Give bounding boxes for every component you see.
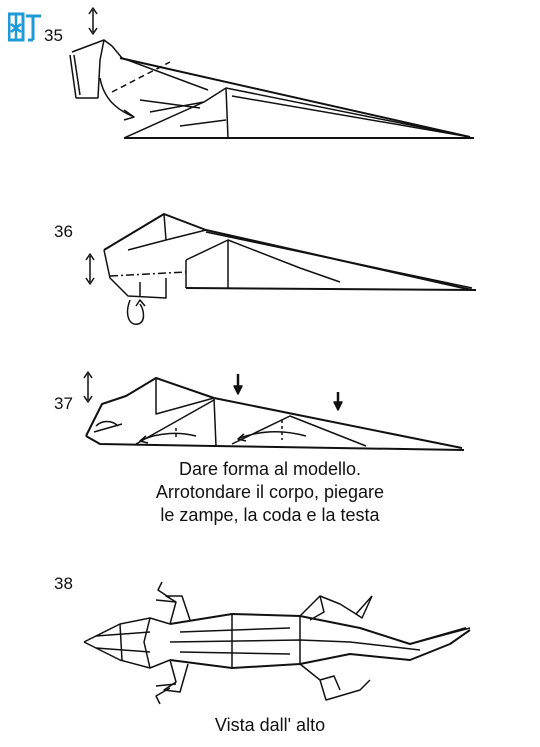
step-38-caption: Vista dall' alto [214, 715, 326, 735]
step-number-37: 37 [54, 394, 73, 413]
caption-line-1: Dare forma al modello. [178, 459, 362, 479]
step-number-38: 38 [54, 574, 73, 593]
step-37-caption: Dare forma al modello. Arrotondare il co… [0, 458, 540, 527]
step-number-36: 36 [54, 222, 73, 241]
step-number-35: 35 [44, 26, 63, 45]
caption-line-2: Arrotondare il corpo, piegare [155, 482, 385, 502]
caption-line-3: le zampe, la coda e la testa [160, 505, 380, 525]
site-logo-icon [8, 12, 41, 42]
